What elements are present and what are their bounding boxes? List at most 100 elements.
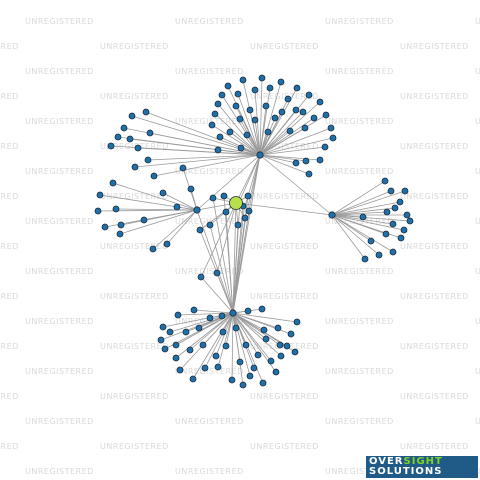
watermark-text: UNREGISTERED [175, 367, 244, 376]
graph-node [391, 204, 399, 212]
watermark-text: UNREGISTERED [325, 267, 394, 276]
watermark-text: UNREGISTERED [100, 142, 169, 151]
watermark-text: UNREGISTERED [175, 217, 244, 226]
graph-edge [232, 312, 272, 362]
watermark-text: UNREGISTERED [250, 192, 319, 201]
graph-edge [331, 214, 380, 256]
graph-node [128, 112, 136, 120]
graph-edge [232, 312, 267, 340]
graph-node [251, 116, 259, 124]
watermark-text: UNREGISTERED [325, 467, 394, 476]
graph-node [292, 159, 300, 167]
graph-edge [200, 276, 234, 314]
graph-node [186, 346, 194, 354]
graph-edge [198, 312, 234, 329]
graph-edge [259, 146, 326, 156]
graph-edge [211, 124, 261, 156]
logo-word-sight: SIGHT [403, 456, 443, 467]
graph-node [310, 114, 318, 122]
graph-node [292, 106, 300, 114]
graph-node [321, 143, 329, 151]
graph-edge [232, 312, 241, 363]
watermark-text: UNREGISTERED [475, 167, 480, 176]
graph-node [190, 306, 198, 314]
watermark-text: UNREGISTERED [400, 242, 469, 251]
graph-node [114, 133, 122, 141]
graph-edge [232, 312, 255, 369]
graph-node [214, 363, 222, 371]
hub-node [256, 151, 264, 159]
graph-node [226, 128, 234, 136]
graph-edge [232, 204, 251, 314]
watermark-text: UNREGISTERED [250, 392, 319, 401]
graph-node [327, 124, 335, 132]
graph-edge [212, 197, 234, 314]
graph-node [250, 364, 258, 372]
graph-node [157, 336, 165, 344]
graph-edge [235, 202, 333, 216]
watermark-text: UNREGISTERED [0, 142, 19, 151]
watermark-text: UNREGISTERED [475, 317, 480, 326]
graph-node [222, 342, 230, 350]
graph-node [96, 191, 104, 199]
graph-node [172, 354, 180, 362]
graph-node [149, 245, 157, 253]
graph-edge [259, 154, 310, 175]
graph-node [146, 129, 154, 137]
graph-node [237, 144, 245, 152]
graph-node [219, 328, 227, 336]
graph-node [140, 216, 148, 224]
graph-node [305, 170, 313, 178]
graph-node [375, 251, 383, 259]
graph-node [209, 194, 217, 202]
graph-node [322, 111, 330, 119]
graph-edge [232, 312, 265, 331]
watermark-text: UNREGISTERED [475, 217, 480, 226]
watermark-text: UNREGISTERED [325, 317, 394, 326]
graph-edge [216, 202, 237, 274]
graph-node [267, 357, 275, 365]
logo-word-solutions: SOLUTIONS [369, 466, 443, 477]
graph-edge [259, 127, 332, 156]
graph-edge [259, 154, 333, 216]
graph-edge [232, 312, 281, 346]
graph-edge [259, 137, 334, 156]
graph-node [258, 74, 266, 82]
focus-node [229, 196, 243, 210]
graph-edge [237, 93, 261, 156]
graph-node [117, 221, 125, 229]
watermark-text: UNREGISTERED [0, 442, 19, 451]
graph-node [396, 198, 404, 206]
watermark-text: UNREGISTERED [400, 42, 469, 51]
graph-node [131, 163, 139, 171]
graph-edge [254, 89, 261, 156]
graph-edge [331, 180, 386, 216]
graph-node [401, 187, 409, 195]
watermark-text: UNREGISTERED [25, 317, 94, 326]
graph-edge [245, 154, 261, 216]
graph-edge [235, 154, 261, 204]
watermark-text: UNREGISTERED [25, 67, 94, 76]
graph-node [271, 114, 279, 122]
graph-node [400, 226, 408, 234]
graph-node [251, 86, 259, 94]
graph-node [246, 106, 254, 114]
graph-node [244, 192, 252, 200]
graph-node [286, 127, 294, 135]
graph-edge [152, 209, 198, 250]
watermark-text: UNREGISTERED [475, 267, 480, 276]
watermark-text: UNREGISTERED [0, 292, 19, 301]
graph-edge [223, 195, 234, 314]
graph-node [214, 100, 222, 108]
graph-edge [232, 202, 237, 314]
graph-edge [143, 209, 198, 221]
watermark-text: UNREGISTERED [400, 92, 469, 101]
graph-edge [232, 312, 251, 377]
watermark-text: UNREGISTERED [475, 67, 480, 76]
watermark-text: UNREGISTERED [250, 442, 319, 451]
graph-node [316, 98, 324, 106]
watermark-text: UNREGISTERED [25, 267, 94, 276]
graph-node [218, 312, 226, 320]
watermark-text: UNREGISTERED [25, 117, 94, 126]
watermark-text: UNREGISTERED [400, 442, 469, 451]
